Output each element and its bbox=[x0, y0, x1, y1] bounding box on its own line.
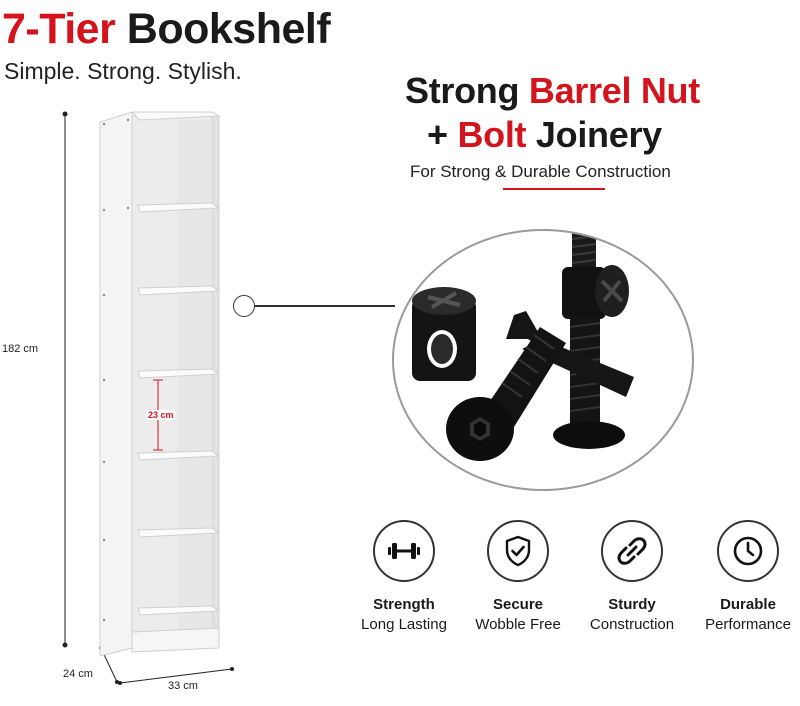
depth-label: 24 cm bbox=[63, 668, 93, 680]
bookshelf-illustration bbox=[62, 111, 234, 685]
feature-secure: Secure Wobble Free bbox=[463, 520, 573, 633]
feature-subtitle: Performance bbox=[705, 616, 791, 633]
joinery-tagline: For Strong & Durable Construction bbox=[410, 162, 671, 181]
callout-line bbox=[255, 305, 395, 307]
feature-title: Strength bbox=[373, 596, 435, 613]
front-bolt bbox=[446, 327, 566, 461]
feature-title: Secure bbox=[492, 596, 544, 613]
barrel-nut-bolt-icon bbox=[412, 233, 634, 461]
title-main: Bookshelf bbox=[126, 5, 331, 53]
clock-icon bbox=[733, 536, 763, 566]
page-subtitle: Simple. Strong. Stylish. bbox=[4, 58, 242, 84]
feature-subtitle: Construction bbox=[589, 616, 675, 633]
width-label: 33 cm bbox=[168, 680, 198, 692]
height-label: 182 cm bbox=[2, 343, 39, 355]
title-accent: 7-Tier bbox=[2, 5, 116, 53]
hardware-closeup bbox=[392, 229, 694, 491]
feature-title: Sturdy bbox=[608, 596, 656, 613]
feature-strength: Strength Long Lasting bbox=[349, 520, 459, 633]
bookshelf bbox=[99, 111, 221, 657]
page-title: 7-Tier Bookshelf bbox=[2, 4, 331, 54]
callout-dot bbox=[233, 295, 255, 317]
feature-subtitle: Wobble Free bbox=[475, 616, 561, 633]
feature-subtitle: Long Lasting bbox=[361, 616, 447, 633]
width-dimension-line bbox=[119, 668, 233, 684]
shelf-spacing-label: 23 cm bbox=[147, 410, 175, 420]
tagline-underline bbox=[503, 188, 605, 190]
feature-sturdy: Sturdy Construction bbox=[577, 520, 687, 633]
feature-durable: Durable Performance bbox=[693, 520, 800, 633]
dumbbell-icon bbox=[388, 543, 420, 559]
feature-title: Durable bbox=[720, 596, 776, 613]
joinery-heading-line1: Strong Barrel Nut bbox=[405, 70, 700, 111]
barrel-nut bbox=[412, 287, 476, 381]
joinery-heading-line2: + Bolt Joinery bbox=[427, 114, 662, 155]
chain-link-icon bbox=[617, 537, 647, 565]
shield-check-icon bbox=[505, 535, 531, 567]
vertical-bolt bbox=[553, 233, 629, 449]
